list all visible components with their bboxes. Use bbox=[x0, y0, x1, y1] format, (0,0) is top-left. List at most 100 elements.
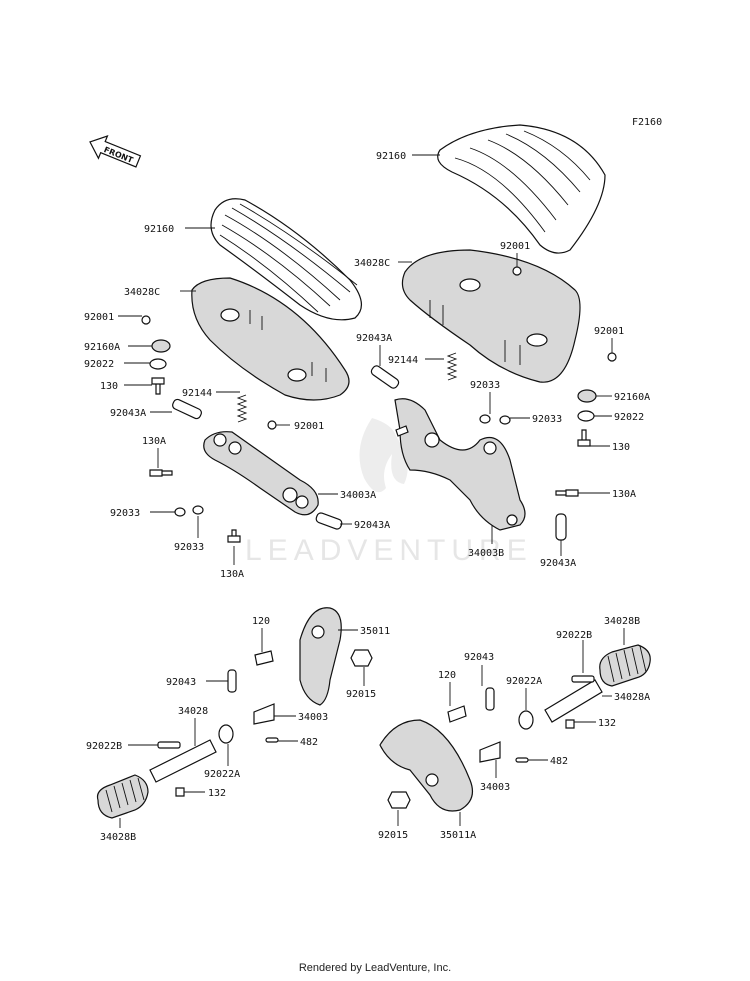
label-34003B: 34003B bbox=[468, 548, 504, 559]
footer-credit: Rendered by LeadVenture, Inc. bbox=[298, 962, 452, 974]
bolt-130-l bbox=[151, 377, 165, 395]
label-92043-r: 92043 bbox=[464, 652, 494, 663]
label-92022-l: 92022 bbox=[84, 359, 114, 370]
label-92033-r1: 92033 bbox=[470, 380, 500, 391]
pin-92043-l bbox=[227, 669, 237, 693]
label-92001-lb: 92001 bbox=[294, 421, 324, 432]
cotter-482-l bbox=[265, 737, 279, 743]
label-92022-r: 92022 bbox=[614, 412, 644, 423]
label-92001-rr: 92001 bbox=[594, 326, 624, 337]
label-35011: 35011 bbox=[360, 626, 390, 637]
clip-92033-l1 bbox=[174, 507, 186, 517]
label-92160-l: 92160 bbox=[144, 224, 174, 235]
label-92022B-r: 92022B bbox=[556, 630, 592, 641]
label-92022A-l: 92022A bbox=[204, 769, 240, 780]
label-92160A-r: 92160A bbox=[614, 392, 650, 403]
label-130-r: 130 bbox=[612, 442, 630, 453]
bolt-92001-lb bbox=[267, 420, 277, 430]
label-482-l: 482 bbox=[300, 737, 318, 748]
washer-92022A-l bbox=[218, 724, 234, 744]
label-120-r: 120 bbox=[438, 670, 456, 681]
label-132-r: 132 bbox=[598, 718, 616, 729]
left-floorboard-pad bbox=[210, 198, 362, 321]
spring-92144-l bbox=[236, 394, 248, 423]
bolt-small-r bbox=[395, 425, 409, 437]
label-92160-r: 92160 bbox=[376, 151, 406, 162]
plate-92022B-l bbox=[157, 741, 181, 749]
spring-92144-r bbox=[446, 352, 458, 381]
rubber-34028B-r bbox=[599, 644, 651, 687]
label-34028C-l: 34028C bbox=[124, 287, 160, 298]
pin-92043A-l bbox=[172, 398, 202, 420]
bolt-130-r bbox=[577, 429, 591, 447]
label-34003-r: 34003 bbox=[480, 782, 510, 793]
label-92043A-rb: 92043A bbox=[540, 558, 576, 569]
label-34028A: 34028A bbox=[614, 692, 650, 703]
nut-92015-r bbox=[387, 791, 411, 809]
pin-92043A-rt bbox=[370, 365, 400, 389]
pin-92043A-rb bbox=[555, 513, 567, 541]
label-92015-r: 92015 bbox=[378, 830, 408, 841]
cushion-92160A-l bbox=[151, 339, 171, 353]
label-92160A-l: 92160A bbox=[84, 342, 120, 353]
label-34028C-r: 34028C bbox=[354, 258, 390, 269]
clevis-34003-l bbox=[253, 703, 275, 725]
bolt-92001-rt bbox=[512, 266, 522, 276]
nut-92015-l bbox=[350, 649, 373, 667]
label-120-l: 120 bbox=[252, 616, 270, 627]
left-floorboard-plate bbox=[191, 277, 350, 401]
washer-92022A-r bbox=[518, 710, 534, 730]
washer-92022-l bbox=[149, 358, 167, 370]
cotter-482-r bbox=[515, 757, 529, 763]
label-92033-l1: 92033 bbox=[110, 508, 140, 519]
label-34028: 34028 bbox=[178, 706, 208, 717]
pin-92043-r bbox=[485, 687, 495, 711]
label-92144-l: 92144 bbox=[182, 388, 212, 399]
watermark-text: LEADVENTURE bbox=[245, 534, 533, 567]
peg-34028A bbox=[544, 679, 603, 723]
cushion-92160A-r bbox=[577, 389, 597, 403]
watermark: LEADVENTURE bbox=[245, 418, 533, 567]
front-arrow-icon: FRONT bbox=[89, 135, 142, 168]
label-92001-rt: 92001 bbox=[500, 241, 530, 252]
left-bracket bbox=[203, 431, 319, 516]
label-92043A-rt: 92043A bbox=[356, 333, 392, 344]
bolt-132-r bbox=[565, 719, 575, 729]
label-92043A-l: 92043A bbox=[110, 408, 146, 419]
label-34028B-l: 34028B bbox=[100, 832, 136, 843]
bolt-130A-r bbox=[555, 489, 579, 497]
bolt-120-r bbox=[447, 705, 467, 723]
label-92015-l: 92015 bbox=[346, 689, 376, 700]
label-92033-l2: 92033 bbox=[174, 542, 204, 553]
label-92022A-r: 92022A bbox=[506, 676, 542, 687]
bolt-130A-lb bbox=[227, 529, 241, 543]
label-92144-r: 92144 bbox=[388, 355, 418, 366]
diagram-code: F2160 bbox=[632, 117, 662, 128]
pin-92043A-lb bbox=[315, 512, 343, 530]
label-130A-l: 130A bbox=[142, 436, 166, 447]
bracket-35011 bbox=[299, 607, 342, 706]
label-34028B-r: 34028B bbox=[604, 616, 640, 627]
label-34003A: 34003A bbox=[340, 490, 376, 501]
clip-92033-r2 bbox=[499, 415, 511, 425]
label-92001-l: 92001 bbox=[84, 312, 114, 323]
label-130A-lb: 130A bbox=[220, 569, 244, 580]
label-92022B-l: 92022B bbox=[86, 741, 122, 752]
washer-92022-r bbox=[577, 410, 595, 422]
bolt-132-l bbox=[175, 787, 185, 797]
label-34003-l: 34003 bbox=[298, 712, 328, 723]
leader-lines bbox=[118, 154, 625, 828]
plate-92022B-r bbox=[571, 675, 595, 683]
label-130-l: 130 bbox=[100, 381, 118, 392]
right-floorboard-plate bbox=[401, 249, 581, 383]
right-floorboard-pad bbox=[437, 124, 606, 254]
peg-34028 bbox=[149, 739, 217, 783]
bolt-120-l bbox=[254, 650, 274, 666]
clip-92033-l2 bbox=[192, 505, 204, 515]
label-130A-r: 130A bbox=[612, 489, 636, 500]
bracket-35011A bbox=[379, 719, 473, 812]
bolt-92001-rr bbox=[607, 352, 617, 362]
label-92033-r2: 92033 bbox=[532, 414, 562, 425]
label-92043A-lb: 92043A bbox=[354, 520, 390, 531]
